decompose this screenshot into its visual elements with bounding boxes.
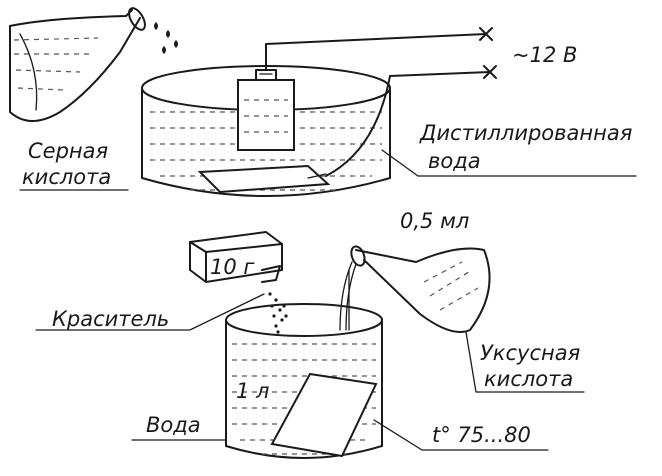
dye-label: Краситель — [52, 307, 169, 331]
dye-powder-stream — [268, 292, 288, 334]
sulfuric-acid-label-line2: кислота — [22, 165, 111, 189]
power-wires — [265, 27, 497, 177]
temperature-label: t° 75...80 — [432, 423, 531, 447]
acetic-acid-stream — [339, 261, 357, 331]
water-volume-label: 1 л — [236, 379, 269, 403]
acetic-acid-underline — [465, 331, 585, 393]
acetic-acid-label-line1: Уксусная — [480, 341, 580, 365]
acetic-acid-flask — [350, 245, 491, 333]
distilled-water-label-line1: Дистиллированная — [419, 121, 632, 145]
sulfuric-acid-label-line1: Серная — [28, 139, 108, 163]
water-label: Вода — [146, 413, 201, 437]
dye-box — [189, 231, 283, 283]
distilled-water-leader — [381, 149, 637, 177]
sulfuric-acid-flask — [9, 7, 146, 122]
distilled-water-label-line2: вода — [428, 149, 481, 173]
dye-amount-label: 10 г — [210, 255, 255, 279]
acetic-acid-label-line2: кислота — [484, 367, 573, 391]
temperature-leader — [373, 419, 549, 451]
dye-leader — [35, 293, 265, 331]
immersed-part — [270, 372, 378, 458]
acetic-acid-amount-label: 0,5 мл — [400, 209, 469, 233]
acid-drops — [154, 22, 178, 54]
bottom-electrode-plate — [197, 164, 331, 194]
voltage-label: ~12 В — [512, 43, 577, 67]
hanging-part — [237, 69, 295, 151]
